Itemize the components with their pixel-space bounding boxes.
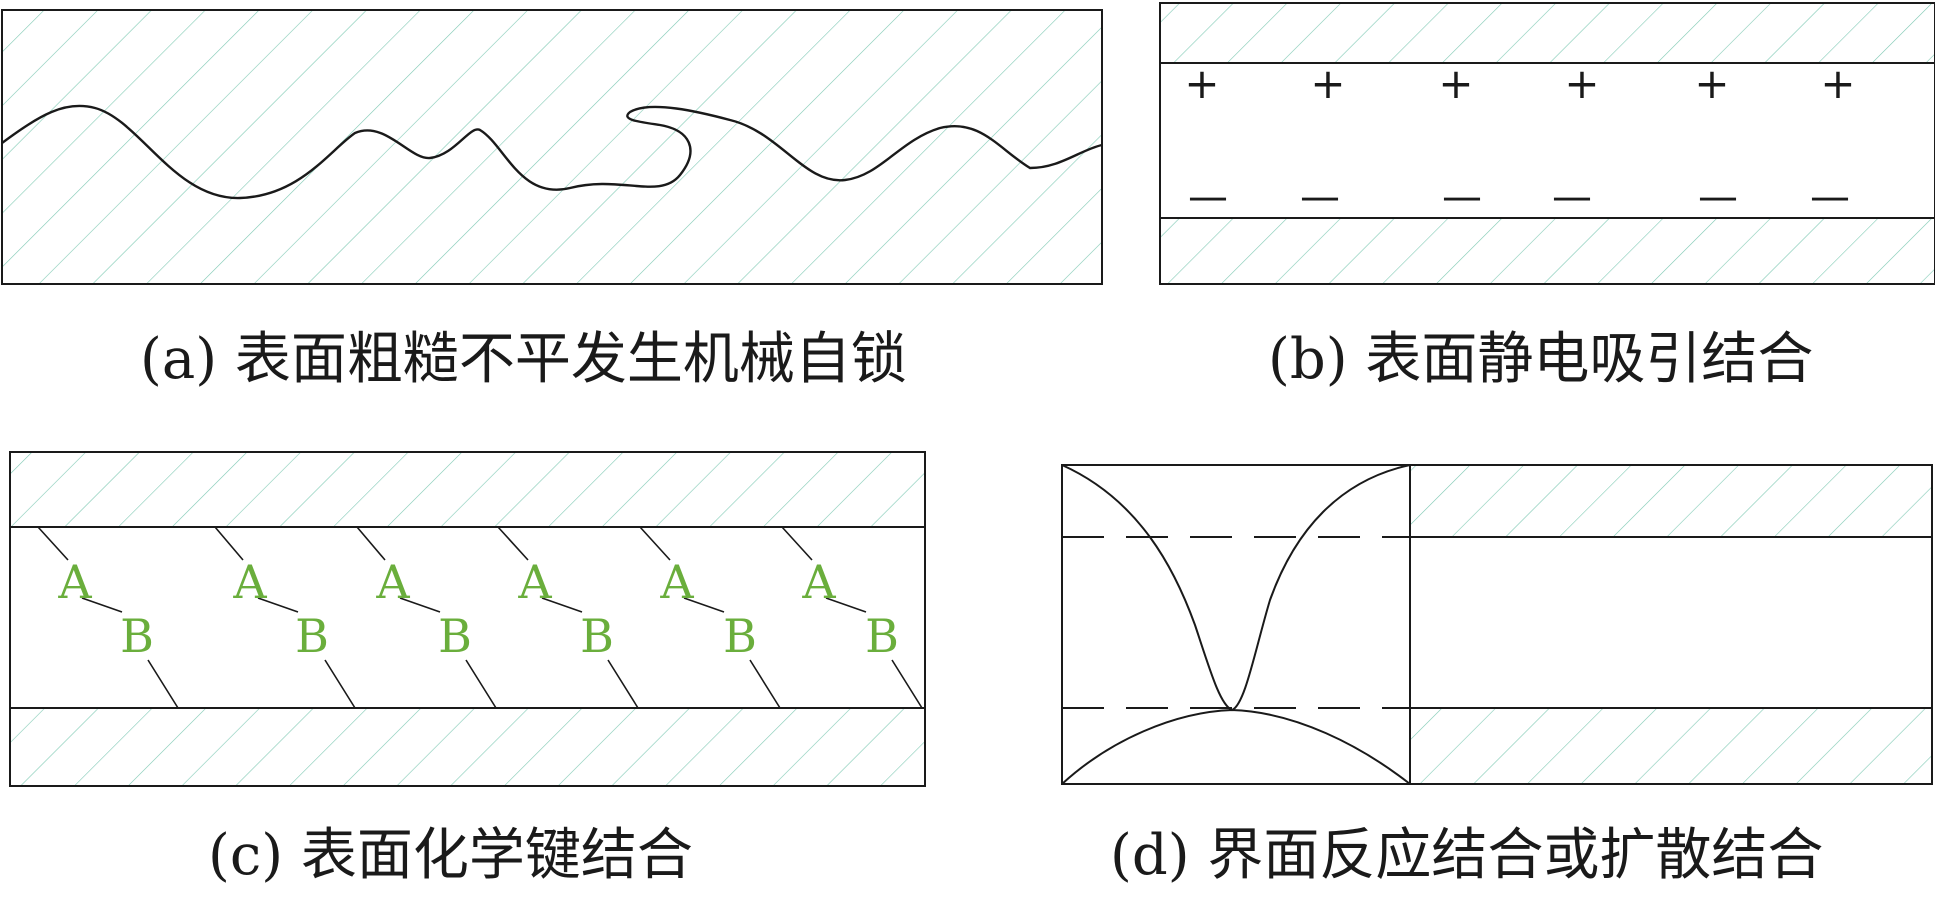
atom-label-a: A	[375, 555, 410, 609]
panel-a	[1, 9, 1103, 285]
atom-label-a: A	[659, 555, 694, 609]
negative-charge: —	[1810, 174, 1850, 220]
panel-d-top-hatch	[1410, 465, 1932, 537]
panel-c-frame	[9, 451, 926, 787]
bond-line	[214, 526, 356, 709]
panel-c: A B A B A B A B A B A B	[9, 451, 926, 787]
panel-a-rough-interface	[1, 104, 1103, 200]
panel-b: + + + + + + — — — — — —	[1159, 2, 1935, 285]
panel-c-top-hatch	[10, 452, 925, 527]
panel-b-frame	[1159, 2, 1935, 285]
panel-b-top-hatch	[1160, 3, 1935, 63]
atom-label-a: A	[517, 555, 552, 609]
negative-charge: —	[1442, 174, 1482, 220]
atom-label-b: B	[120, 609, 154, 663]
positive-charge: +	[1564, 59, 1599, 108]
atom-label-a: A	[801, 555, 836, 609]
atom-label-b: B	[723, 609, 757, 663]
atom-label-a: A	[57, 555, 92, 609]
atom-label-b: B	[580, 609, 614, 663]
positive-charge: +	[1438, 59, 1473, 108]
panel-a-frame	[1, 9, 1103, 285]
bond-line	[497, 526, 639, 709]
atom-label-b: B	[865, 609, 899, 663]
positive-charge: +	[1184, 59, 1219, 108]
panel-d-frame	[1061, 464, 1933, 785]
positive-charge: +	[1694, 59, 1729, 108]
atom-label-b: B	[295, 609, 329, 663]
positive-charge: +	[1310, 59, 1345, 108]
caption-panel-c: (c) 表面化学键结合	[208, 823, 693, 888]
negative-charge: —	[1188, 174, 1228, 220]
atom-label-a: A	[232, 555, 267, 609]
panel-d-bottom-hatch	[1410, 708, 1932, 784]
negative-charge: —	[1552, 174, 1592, 220]
bond-line	[37, 526, 179, 709]
caption-panel-d: (d) 界面反应结合或扩散结合	[1110, 823, 1824, 888]
positive-charge: +	[1820, 59, 1855, 108]
panel-c-bottom-hatch	[10, 708, 925, 786]
panel-b-bottom-hatch	[1160, 218, 1935, 284]
atom-label-b: B	[438, 609, 472, 663]
caption-panel-a: (a) 表面粗糙不平发生机械自锁	[140, 327, 907, 392]
diffusion-curve-lower	[1061, 708, 1411, 785]
panel-a-hatch	[2, 10, 1102, 284]
caption-panel-b: (b) 表面静电吸引结合	[1268, 327, 1814, 392]
bond-line	[781, 526, 923, 709]
negative-charge: —	[1698, 174, 1738, 220]
negative-charge: —	[1300, 174, 1340, 220]
panel-d	[1061, 464, 1933, 785]
bond-line	[639, 526, 781, 709]
bond-line	[356, 526, 497, 709]
diffusion-curve-upper	[1061, 464, 1411, 712]
